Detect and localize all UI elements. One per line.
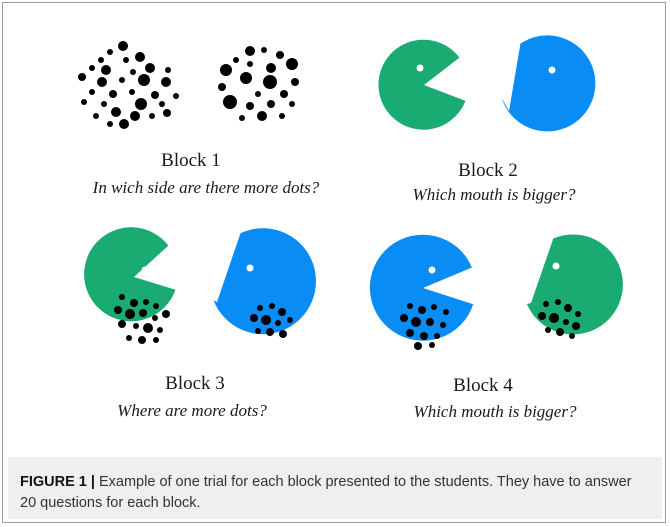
green-pacman-eye <box>552 262 560 270</box>
dot-cluster-blue-block-4 <box>400 303 449 350</box>
blue-pacman <box>501 35 596 132</box>
dot-cluster-green-block-4 <box>538 299 581 339</box>
block-4-stimuli <box>369 234 623 350</box>
blue-pacman-eye <box>548 66 556 74</box>
block-2-question: Which mouth is bigger? <box>413 185 576 204</box>
block-2-title: Block 2 <box>458 160 518 181</box>
dot-cloud-left <box>78 41 179 129</box>
blue-pacman-eye <box>246 264 254 272</box>
dot-cluster-green-block-3 <box>114 294 170 344</box>
block-3-title: Block 3 <box>165 373 225 394</box>
block-2-stimuli <box>378 35 596 132</box>
block-1-title: Block 1 <box>161 150 221 171</box>
green-pacman-with-dots <box>84 227 176 322</box>
block-3-stimuli <box>84 227 316 344</box>
green-pacman-eye <box>416 64 424 72</box>
blue-pacman-with-dots <box>369 234 474 341</box>
figure-caption: FIGURE 1 | Example of one trial for each… <box>20 472 650 514</box>
block-1-question: In wich side are there more dots? <box>92 178 320 197</box>
dot-cloud-right <box>218 46 299 121</box>
caption-text: Example of one trial for each block pres… <box>20 474 632 511</box>
dot-cluster-blue-block-3 <box>250 303 293 338</box>
green-pacman <box>378 39 466 130</box>
green-pacman-eye <box>141 266 149 274</box>
blue-pacman-eye <box>428 266 436 274</box>
block-4-title: Block 4 <box>453 375 513 396</box>
caption-box <box>8 457 662 519</box>
block-1-stimuli <box>78 41 299 129</box>
green-pacman-with-dots <box>526 234 623 335</box>
block-3-question: Where are more dots? <box>117 401 267 420</box>
figure-label: FIGURE 1 | <box>20 474 95 490</box>
block-4-question: Which mouth is bigger? <box>414 402 577 421</box>
blue-pacman-with-dots <box>213 228 316 335</box>
